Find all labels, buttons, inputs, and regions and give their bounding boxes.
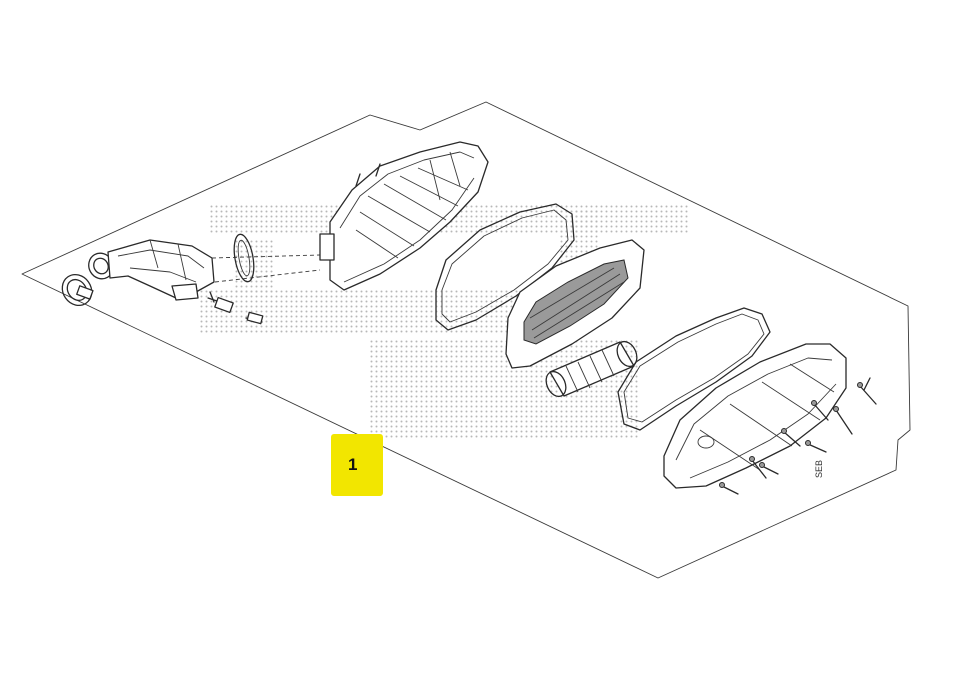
- air-box-cover: SEB: [663, 343, 847, 489]
- small-fittings: [207, 291, 264, 325]
- upper-gasket: [435, 203, 575, 331]
- air-filter-element: [505, 239, 645, 369]
- assembly-guide-lines: [211, 254, 321, 283]
- callout-number: 1: [348, 455, 358, 474]
- cover-screws: [719, 377, 877, 495]
- lower-gasket: [617, 307, 771, 431]
- air-box-housing: [319, 141, 489, 291]
- callout-tag: [331, 434, 383, 496]
- intake-duct: [88, 239, 215, 301]
- side-stamp-text: SEB: [814, 460, 824, 478]
- assembly-boundary: [21, 101, 911, 579]
- duct-gasket: [233, 233, 255, 283]
- hose-clamp: [61, 273, 94, 307]
